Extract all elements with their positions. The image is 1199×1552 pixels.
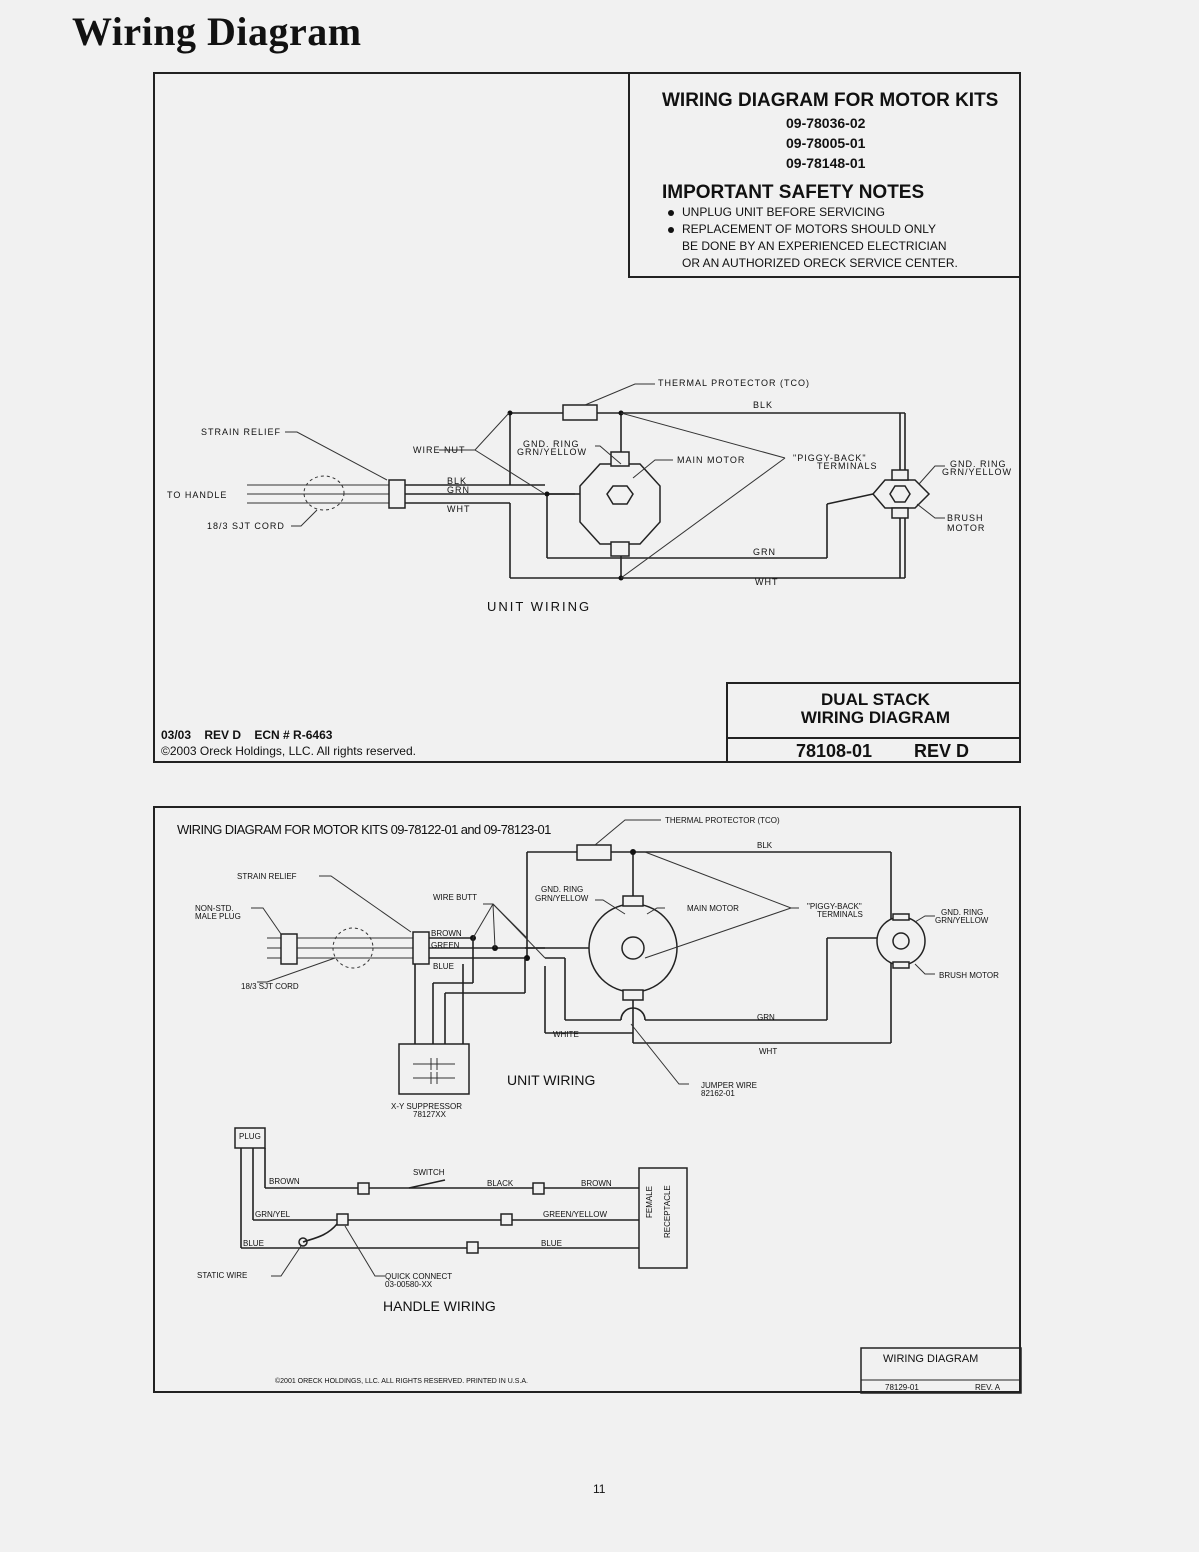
label-main-motor: MAIN MOTOR [677,455,746,465]
label2-thermal: THERMAL PROTECTOR (TCO) [665,816,780,825]
label2-green: GREEN [431,941,460,950]
label2-static-wire: STATIC WIRE [197,1271,248,1280]
label-gnd-ring: GND. RING [523,439,580,449]
label2-jumper-no: 82162-01 [701,1089,735,1098]
label2-plug: PLUG [239,1132,261,1141]
safety-note-1: UNPLUG UNIT BEFORE SERVICING [668,205,885,219]
male-plug [280,933,298,965]
label2-grn: GRN [757,1013,775,1022]
motor-kits-heading: WIRING DIAGRAM FOR MOTOR KITS [662,90,999,111]
strain-relief [388,479,406,509]
bullet-icon [668,226,674,233]
label2-green-yellow: GREEN/YELLOW [543,1210,608,1219]
label2-h-blue: BLUE [243,1239,264,1248]
label-strain-relief: STRAIN RELIEF [201,427,282,437]
label-grn-yellow: GRN/YELLOW [517,447,588,457]
title-block-1: DUAL STACK WIRING DIAGRAM 78108-01 REV D [726,682,1021,763]
label2-blue: BLUE [433,962,454,971]
thermal-protector [562,404,598,421]
page-title: Wiring Diagram [72,9,362,54]
label2-cord: 18/3 SJT CORD [241,982,299,991]
label2-receptacle: RECEPTACLE [663,1185,672,1238]
label2-h-brown: BROWN [269,1177,300,1186]
label-blk-top: BLK [753,400,774,410]
label2-white: WHITE [553,1030,579,1039]
thermal-protector-2 [576,844,612,861]
label2-grn-yel: GRN/YEL [255,1210,291,1219]
copyright-1: ©2003 Oreck Holdings, LLC. All rights re… [161,744,416,758]
label2-brush-motor: BRUSH MOTOR [939,971,999,980]
label2-main-motor: MAIN MOTOR [687,904,739,913]
label-blk: BLK [447,476,468,486]
safety-heading: IMPORTANT SAFETY NOTES [662,182,925,203]
handle-plug [234,1127,266,1149]
revision-2: REV. A [975,1383,1001,1392]
revision-1: REV D [914,741,970,761]
label2-quick-connect: QUICK CONNECT [385,1272,453,1281]
label2-piggy-back: "PIGGY-BACK" [807,902,862,911]
label-wire-nut: WIRE NUT [413,445,466,455]
label2-blk: BLK [757,841,773,850]
diagram-2-heading: WIRING DIAGRAM FOR MOTOR KITS 09-78122-0… [177,822,551,837]
label2-wire-butt: WIRE BUTT [433,893,477,902]
label2-gnd-ring-2: GND. RING [941,908,984,917]
label-brush-motor: BRUSH MOTOR [947,513,986,533]
label2-black: BLACK [487,1179,514,1188]
label-grn-bottom: GRN [753,547,776,557]
part-number-1: 78108-01 [796,741,873,761]
kit-number-3: 09-78148-01 [786,155,866,171]
label-piggy-back: "PIGGY-BACK" [793,453,867,463]
title-block-2: WIRING DIAGRAM [883,1353,979,1365]
label2-grn-yellow: GRN/YELLOW [535,894,589,903]
label2-h-blue-2: BLUE [541,1239,562,1248]
safety-note-2-cont-1: BE DONE BY AN EXPERIENCED ELECTRICIAN [682,239,947,253]
label2-brown: BROWN [431,929,462,938]
label2-quick-connect-no: 03-00580-XX [385,1280,433,1289]
label-cord: 18/3 SJT CORD [207,521,285,531]
label2-handle-wiring: HANDLE WIRING [383,1298,496,1314]
part-number-2: 78129-01 [885,1383,919,1392]
label-terminals: TERMINALS [817,461,878,471]
safety-note-2-cont-2: OR AN AUTHORIZED ORECK SERVICE CENTER. [682,256,958,270]
diagram-1-panel: WIRING DIAGRAM FOR MOTOR KITS 09-78036-0… [153,72,1021,763]
label2-male-plug: MALE PLUG [195,912,241,921]
strain-relief-2 [412,931,430,965]
xy-suppressor [398,1043,470,1095]
motor-kits-header-box: WIRING DIAGRAM FOR MOTOR KITS 09-78036-0… [628,72,1021,278]
label-grn-yellow-2: GRN/YELLOW [942,467,1013,477]
copyright-2: ©2001 ORECK HOLDINGS, LLC. ALL RIGHTS RE… [275,1378,528,1385]
label2-strain-relief: STRAIN RELIEF [237,872,297,881]
label2-gnd-ring: GND. RING [541,885,584,894]
safety-note-2: REPLACEMENT OF MOTORS SHOULD ONLY [668,222,936,236]
kit-number-2: 09-78005-01 [786,135,866,151]
kit-number-1: 09-78036-02 [786,115,866,131]
diagram-2-panel: WIRING DIAGRAM FOR MOTOR KITS 09-78122-0… [153,806,1022,1394]
label-wht: WHT [447,504,471,514]
label-grn: GRN [447,485,470,495]
unit-wiring-schematic-1 [247,383,945,581]
label2-grn-yellow-2: GRN/YELLOW [935,916,989,925]
label-thermal-protector: THERMAL PROTECTOR (TCO) [658,378,811,388]
title-block-line-1: DUAL STACK [821,690,930,709]
label2-switch: SWITCH [413,1168,445,1177]
label-gnd-ring-2: GND. RING [950,459,1007,469]
label2-non-std: NON-STD. [195,904,234,913]
label2-jumper: JUMPER WIRE [701,1081,757,1090]
label2-terminals: TERMINALS [817,910,863,919]
label2-suppressor-no: 78127XX [413,1110,446,1119]
female-receptacle [638,1167,688,1269]
label-unit-wiring: UNIT WIRING [487,599,592,614]
unit-wiring-schematic-2 [234,819,1022,1394]
label-wht-bottom: WHT [755,577,779,587]
bullet-icon [668,209,674,216]
page-number: 11 [593,1482,606,1496]
label2-suppressor: X-Y SUPPRESSOR [391,1102,462,1111]
label2-wht: WHT [759,1047,778,1056]
revision-line: 03/03 REV D ECN # R-6463 [161,728,333,742]
title-block-line-2: WIRING DIAGRAM [800,708,951,727]
label-to-handle: TO HANDLE [167,490,228,500]
label2-unit-wiring: UNIT WIRING [507,1072,596,1088]
label2-h-brown-2: BROWN [581,1179,612,1188]
label2-female: FEMALE [645,1185,654,1218]
